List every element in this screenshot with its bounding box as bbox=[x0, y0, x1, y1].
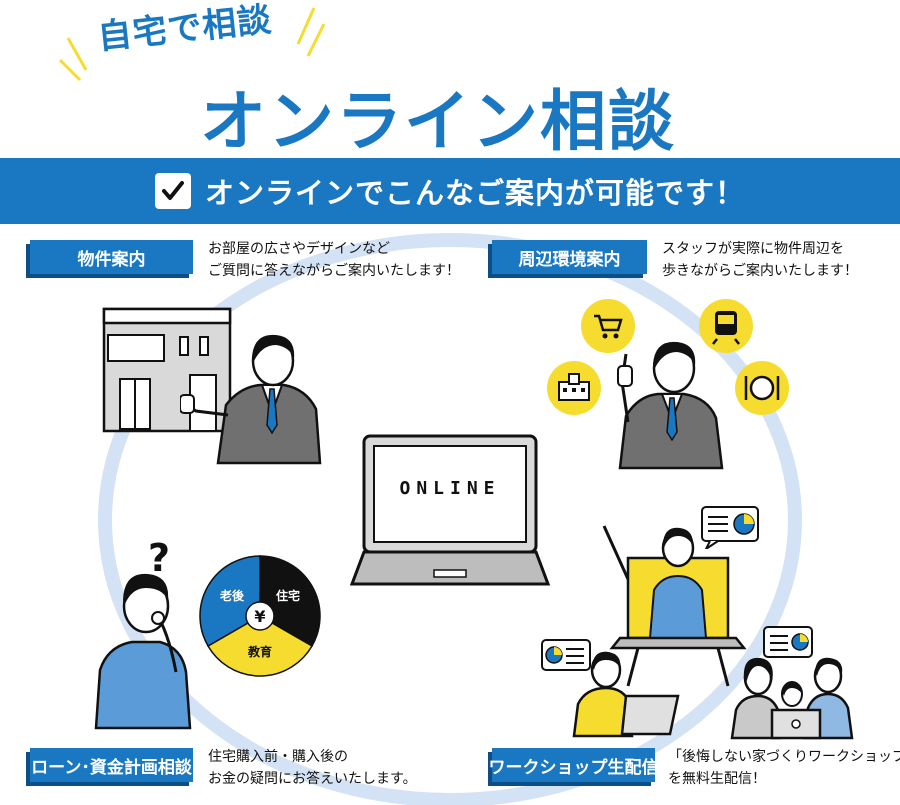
section-label-workshop-stream: ワークショップ生配信 bbox=[489, 748, 659, 782]
restaurant-icon bbox=[735, 361, 789, 415]
header-accent-lines-right bbox=[296, 7, 326, 57]
banner-text: オンラインでこんなご案内が可能です！ bbox=[204, 176, 745, 210]
thinking-person-illustration bbox=[94, 573, 192, 730]
pie-segment-housing bbox=[259, 555, 321, 648]
chat-bubble-chart-icon bbox=[701, 506, 759, 549]
viewer-person-laptop-illustration bbox=[572, 651, 680, 738]
laptop-screen-text: ONLINE bbox=[399, 478, 501, 499]
chat-bubble-chart-icon-2 bbox=[541, 639, 591, 671]
section-label-loan-consultation: ローン･資金計画相談 bbox=[30, 748, 193, 782]
section-label-property-tour: 物件案内 bbox=[30, 240, 193, 274]
section-label-neighborhood-tour: 周辺環境案内 bbox=[492, 240, 647, 274]
webinar-presenter-illustration bbox=[602, 525, 747, 687]
chat-bubble-chart-icon-3 bbox=[763, 626, 813, 658]
section-desc-loan-consultation: 住宅購入前・購入後のお金の疑問にお答えいたします。 bbox=[208, 749, 417, 787]
section-desc-workshop-stream: 「後悔しない家づくりワークショップ」を無料生配信！ bbox=[668, 749, 900, 787]
section-desc-neighborhood-tour: スタッフが実際に物件周辺を歩きながらご案内いたします！ bbox=[662, 241, 858, 279]
agent-presenting-illustration bbox=[180, 334, 322, 465]
pie-label-retirement: 老後 bbox=[220, 588, 245, 603]
train-icon bbox=[699, 299, 753, 353]
section-desc-property-tour: お部屋の広さやデザインなどご質問に答えながらご案内いたします！ bbox=[208, 241, 460, 279]
shopping-cart-icon bbox=[581, 299, 635, 353]
background-ring bbox=[98, 233, 802, 805]
header-subtitle: 自宅で相談 bbox=[95, 0, 275, 58]
page-title: オンライン相談 bbox=[200, 83, 676, 160]
money-pie-graphic: ¥ 住宅 教育 老後 bbox=[199, 555, 321, 677]
question-mark: ? bbox=[148, 536, 171, 580]
family-viewers-illustration bbox=[730, 657, 854, 740]
pie-label-education: 教育 bbox=[247, 644, 272, 659]
pie-segment-retirement bbox=[199, 555, 261, 648]
school-icon bbox=[547, 361, 601, 415]
pie-center-symbol: ¥ bbox=[254, 607, 265, 626]
house-illustration bbox=[102, 307, 232, 433]
header-accent-lines-left bbox=[58, 37, 88, 82]
checkmark-icon bbox=[154, 173, 191, 209]
laptop-illustration bbox=[350, 434, 550, 586]
pie-label-housing: 住宅 bbox=[276, 588, 300, 603]
banner: オンラインでこんなご案内が可能です！ bbox=[0, 158, 900, 224]
agent-pointing-illustration bbox=[617, 341, 724, 470]
